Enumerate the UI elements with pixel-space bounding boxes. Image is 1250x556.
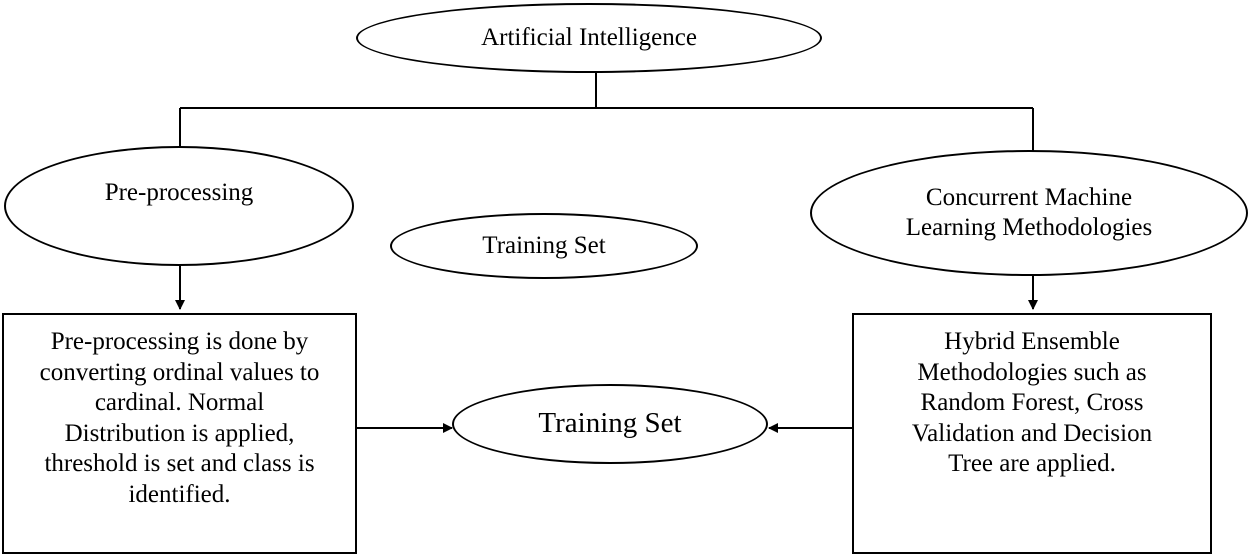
left-box-line: Pre-processing is done by	[50, 328, 309, 355]
concurrent-ml-label-line: Learning Methodologies	[905, 214, 1153, 241]
right-box-line: Tree are applied.	[948, 450, 1116, 477]
concurrent-ml-ellipse: Concurrent Machine Learning Methodologie…	[810, 150, 1248, 276]
right-box-line: Methodologies such as	[917, 358, 1147, 386]
left-box-line: Distribution is applied,	[64, 419, 295, 447]
ai-label: Artificial Intelligence	[481, 23, 697, 51]
left-box-line: threshold is set and class is	[44, 450, 315, 477]
left-box-line: cardinal. Normal	[94, 389, 265, 416]
preprocessing-description-box: Pre-processing is done by converting ord…	[2, 313, 357, 554]
left-box-line: identified.	[128, 480, 231, 508]
preprocessing-ellipse: Pre-processing	[4, 146, 354, 266]
training-set-top-label: Training Set	[482, 231, 606, 259]
preprocessing-label: Pre-processing	[104, 179, 254, 206]
right-box-line: Validation and Decision	[911, 419, 1153, 447]
concurrent-ml-label-line: Concurrent Machine	[925, 183, 1133, 211]
left-box-line: converting ordinal values to	[39, 358, 320, 386]
right-box-line: Hybrid Ensemble	[944, 328, 1120, 355]
ensemble-description-box: Hybrid Ensemble Methodologies such as Ra…	[852, 313, 1212, 554]
training-set-ellipse-main: Training Set	[452, 384, 768, 464]
training-set-ellipse-top: Training Set	[390, 213, 698, 279]
right-box-line: Random Forest, Cross	[920, 389, 1144, 416]
ai-ellipse: Artificial Intelligence	[356, 3, 822, 73]
training-set-main-label: Training Set	[538, 407, 682, 440]
